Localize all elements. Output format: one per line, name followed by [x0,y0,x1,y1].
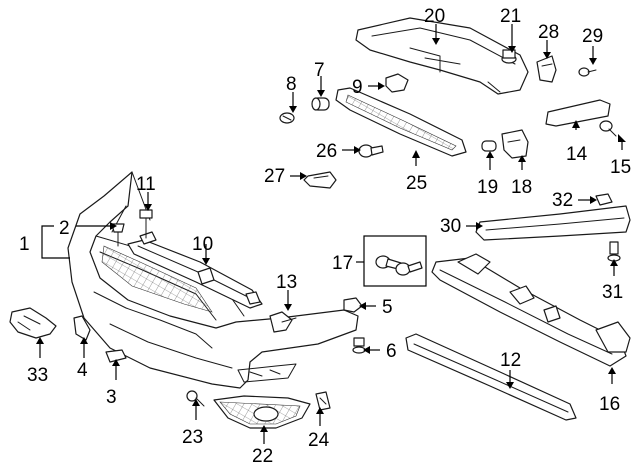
bolt-11-part [139,209,153,239]
clip-21-part [501,49,517,64]
screw-29-part [578,67,597,77]
screw-15-part [599,120,617,137]
inner-support-10-part [127,231,263,309]
callout-22: 22 [252,446,273,467]
lower-grille-22-part [213,395,311,429]
callout-12: 12 [500,350,521,371]
leader-lines [36,24,626,444]
callout-9: 9 [352,77,363,98]
bracket-28-part [536,55,557,83]
callout-21: 21 [500,6,521,27]
callout-33: 33 [27,365,48,386]
bracket-27-part [303,171,337,189]
bracket-24-part [315,391,331,411]
callout-23: 23 [182,427,203,448]
callout-16: 16 [599,394,620,415]
moulding-30-part [475,205,631,241]
clip-32-part [595,193,613,206]
bolt-26-part [358,144,384,158]
callout-17: 17 [332,253,353,274]
callout-4: 4 [77,360,88,381]
clip-3-part [105,349,127,363]
callout-2: 2 [59,218,70,239]
callout-10: 10 [192,234,213,255]
callout-13: 13 [276,272,297,293]
callout-labels: 1 2 3 4 5 6 7 8 9 10 11 12 13 14 15 16 1… [19,6,631,467]
sensor-33-part [9,307,57,339]
nut-5-part [343,297,363,313]
push-pin-13-part [269,311,297,333]
bolt-23-part [186,390,205,407]
callout-24: 24 [308,430,330,451]
upper-grille-part [335,87,467,157]
callout-31: 31 [602,282,623,303]
callout-30: 30 [440,216,461,237]
screw-31-part [607,241,621,262]
pin-19-part [481,140,497,152]
callout-29: 29 [582,26,603,47]
callout-19: 19 [477,177,498,198]
callout-1: 1 [19,234,30,255]
bushing-7-part [311,97,330,111]
reinforcement-beam-16-part [431,253,631,367]
bolt-kit-17-part [363,235,427,287]
callout-18: 18 [511,177,532,198]
callout-8: 8 [286,74,297,95]
callout-6: 6 [386,341,397,362]
callout-25: 25 [406,173,427,194]
callout-3: 3 [106,387,117,408]
upper-reinforcement-part [355,17,529,95]
callout-27: 27 [264,166,285,187]
callout-15: 15 [610,157,631,178]
energy-absorber-12-part [405,333,577,421]
bolt-8-part [279,112,295,124]
clip-9-part [385,73,409,93]
callout-7: 7 [314,60,325,81]
side-cover-14-part [545,99,611,127]
callout-14: 14 [566,144,588,165]
bracket-18-part [501,129,529,159]
callout-26: 26 [316,141,337,162]
callout-32: 32 [552,190,573,211]
callout-11: 11 [136,174,156,195]
side-bracket-4-part [73,315,91,341]
screw-6-part [352,337,366,354]
callout-5: 5 [382,297,393,318]
callout-20: 20 [424,6,445,27]
callout-28: 28 [538,22,559,43]
